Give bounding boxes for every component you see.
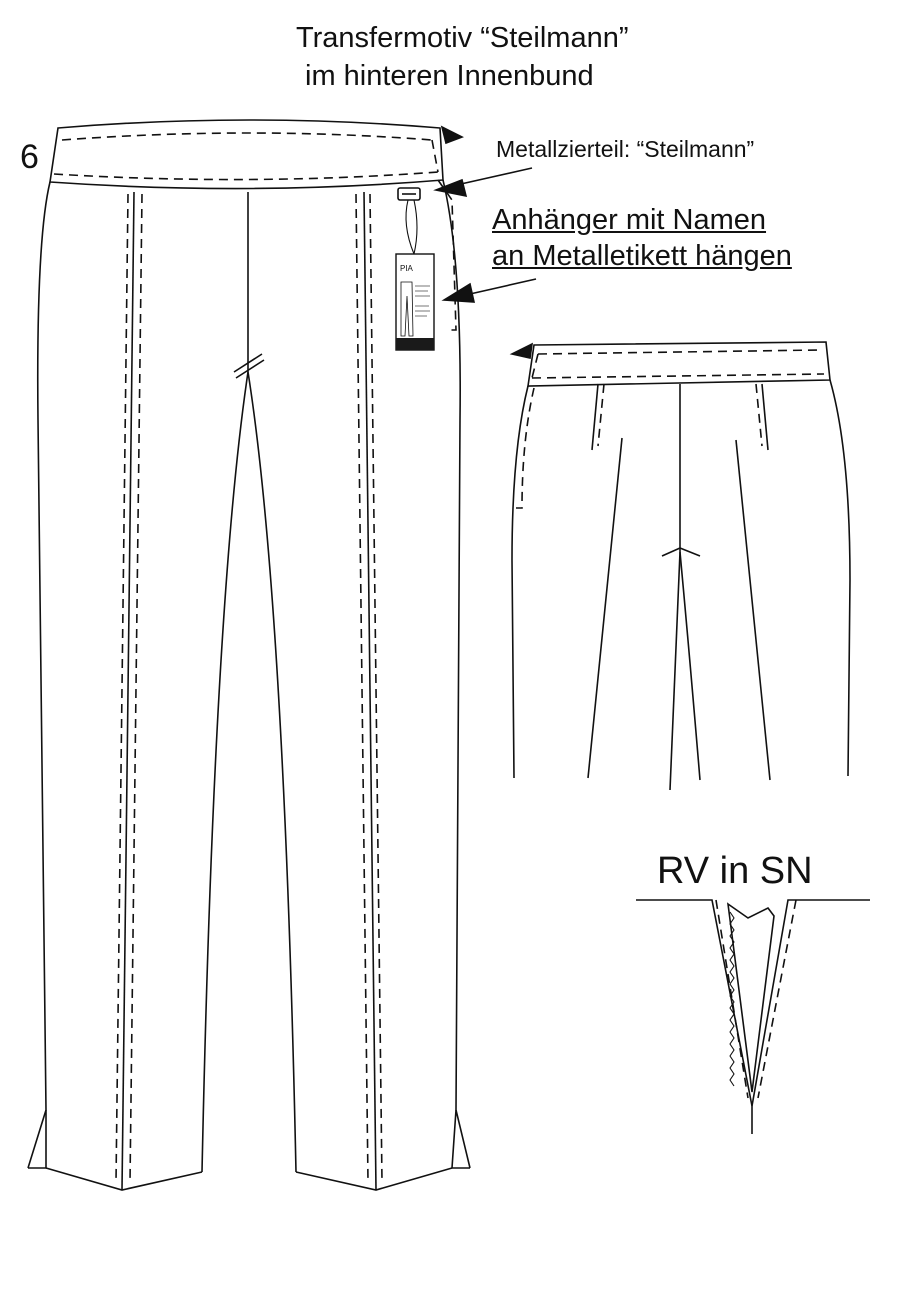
back-right-side — [829, 379, 851, 777]
back-left-dart-stitch — [597, 383, 605, 447]
right-leg-hem — [295, 1167, 453, 1191]
left-side-vent — [28, 1110, 47, 1169]
back-left-side-stitch — [516, 387, 535, 509]
left-leg-inseam — [201, 371, 249, 1173]
zipper-right-stitch — [757, 899, 797, 1099]
left-crease-stitch-a — [115, 193, 129, 1183]
zipper-tape — [726, 902, 775, 1093]
hangtag-string — [405, 199, 418, 255]
right-crease — [363, 191, 377, 1191]
transfer-arrow-head — [440, 125, 464, 145]
right-leg-inseam — [247, 371, 297, 1173]
front-view-trousers — [27, 119, 471, 1191]
back-waistband — [527, 341, 831, 387]
right-crease-stitch-b — [369, 193, 383, 1183]
hangtag: PIA — [395, 199, 435, 351]
right-leg-outseam — [442, 179, 471, 1169]
hangtag-label-line-1: Anhänger mit Namen — [492, 204, 767, 236]
hangtag-brand: PIA — [400, 264, 414, 273]
center-back-bartack — [661, 547, 701, 557]
metal-decorative-part — [397, 187, 421, 201]
back-transfer-arrow-head — [509, 342, 534, 359]
back-right-dart-stitch — [755, 383, 763, 447]
waistband-bottom-stitch — [53, 171, 439, 181]
zipper-detail — [636, 899, 870, 1134]
back-left-side — [511, 385, 529, 779]
fly-bartack — [233, 353, 265, 379]
zipper-top-line-right — [751, 899, 870, 1107]
front-waistband — [49, 119, 444, 190]
metal-arrow-head — [433, 178, 468, 198]
back-view-trousers — [511, 341, 851, 791]
metal-part-label: Metallzierteil: “Steilmann” — [496, 136, 755, 162]
annotation-arrows — [433, 125, 537, 359]
back-right-crease — [735, 439, 771, 781]
waistband-top-stitch — [61, 132, 433, 141]
title-line-2: im hinteren Innenbund — [305, 60, 594, 92]
right-side-vent — [451, 1109, 470, 1169]
back-waistband-side-stitch — [531, 353, 539, 379]
hangtag-label-line-2: an Metalletikett hängen — [492, 240, 792, 272]
back-left-crease — [587, 437, 623, 779]
back-waistband-stitch-bottom — [531, 373, 825, 379]
hangtag-text-lines — [415, 285, 430, 317]
back-right-inseam — [679, 551, 701, 781]
waistband-side-stitch — [431, 139, 439, 173]
hangtag-trousers-icon — [400, 281, 414, 337]
zipper-top-line-left — [636, 899, 753, 1107]
page-number: 6 — [20, 138, 39, 176]
back-waistband-stitch-top — [537, 349, 821, 355]
zipper-left-stitch — [715, 899, 749, 1099]
zipper-label: RV in SN — [657, 850, 813, 892]
back-left-inseam — [669, 551, 681, 791]
back-left-dart — [591, 383, 599, 451]
left-leg-outseam — [27, 181, 51, 1169]
side-pocket-stitch — [437, 179, 457, 331]
back-right-dart — [761, 383, 769, 451]
title-line-1: Transfermotiv “Steilmann” — [296, 22, 629, 54]
zipper-teeth — [729, 911, 735, 1087]
left-leg-hem — [45, 1167, 203, 1191]
hangtag-arrow-head — [441, 282, 476, 303]
left-crease — [121, 191, 135, 1191]
hangtag-band — [396, 338, 434, 350]
